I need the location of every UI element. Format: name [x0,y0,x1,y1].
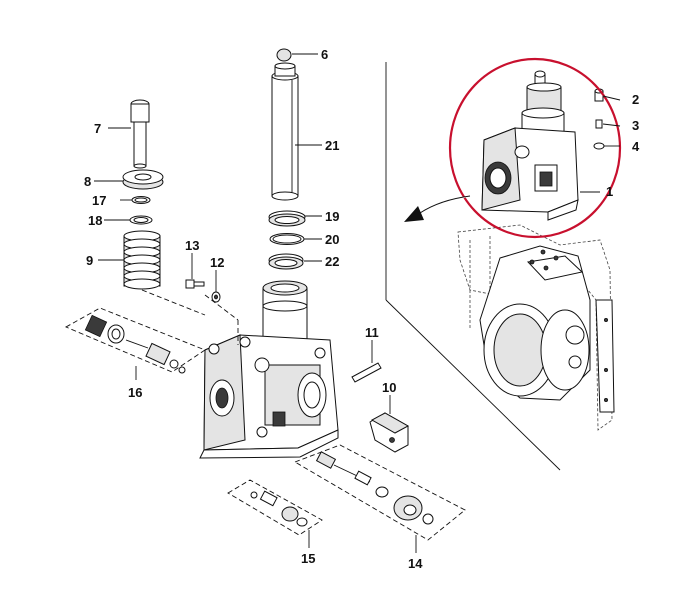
callout-9: 9 [86,253,93,268]
callout-3: 3 [632,118,639,133]
installed-fasteners [593,88,605,150]
part-8-spring-seat [122,169,164,190]
callout-14: 14 [408,556,423,571]
callout-19: 19 [325,209,339,224]
callout-11: 11 [365,325,379,340]
callout-13: 13 [185,238,199,253]
callout-1: 1 [606,184,613,199]
removal-arrow [419,195,471,214]
callout-20: 20 [325,232,339,247]
inset-panel [385,62,561,471]
removal-arrow-head [404,206,424,222]
part-18-washer [129,215,153,225]
callout-10: 10 [382,380,396,395]
valve-housing [199,280,339,459]
callout-18: 18 [88,213,102,228]
part-12-washer [211,291,221,303]
callout-8: 8 [84,174,91,189]
part-15-cartridge [227,479,323,536]
callout-4: 4 [632,139,640,154]
part-11-pin [351,362,382,383]
callout-22: 22 [325,254,339,269]
callout-15: 15 [301,551,315,566]
part-14-cartridge [293,444,466,541]
callout-6: 6 [321,47,328,62]
part-10-bracket [369,412,410,453]
part-7-piston [130,99,150,169]
callout-2: 2 [632,92,639,107]
part-21-tube [271,62,299,201]
part-20-ring [269,233,305,245]
part-6-cap [276,48,292,62]
callout-labels: 6 21 19 20 22 7 8 17 18 9 13 12 16 11 10… [84,47,640,571]
highlight-ellipse [448,57,622,239]
callout-12: 12 [210,255,224,270]
callout-21: 21 [325,138,339,153]
part-13-bolt [185,279,205,289]
part-17-o-ring [131,196,151,204]
part-9-spring [123,230,161,290]
machine-assembly-drawing [457,224,615,431]
assembly-guides [141,289,239,345]
installed-valve-block [481,70,579,221]
callout-7: 7 [94,121,101,136]
callout-17: 17 [92,193,106,208]
part-19-ring [268,210,306,227]
part-22-ring [268,253,304,270]
part-16-cartridge [64,307,206,374]
callout-leaders [94,53,621,553]
callout-16: 16 [128,385,142,400]
